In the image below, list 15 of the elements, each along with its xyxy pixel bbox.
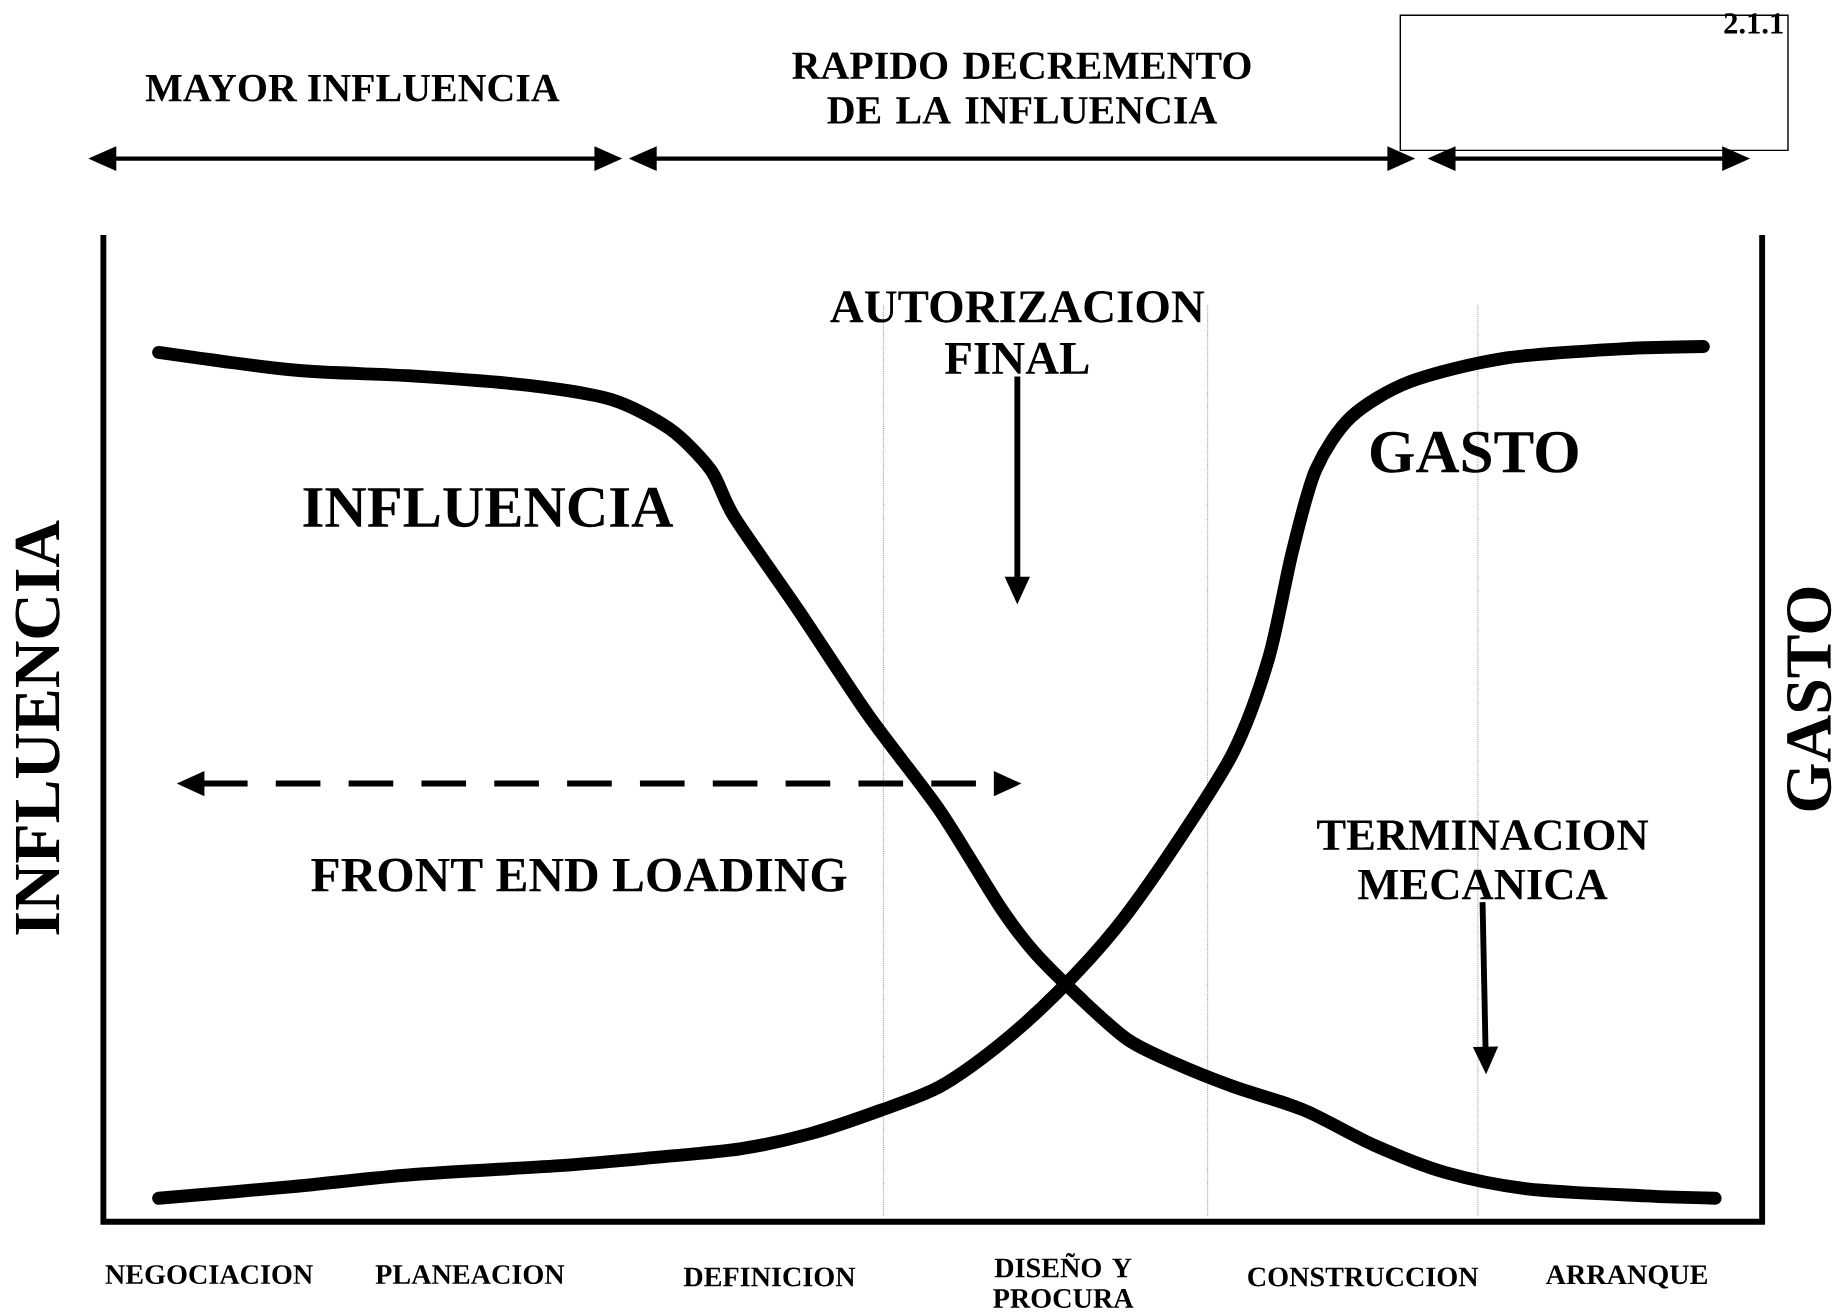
phase-label: PLANEACION [375,1264,565,1284]
phase-label: DEFINICION [683,1267,856,1287]
text-label: INFLUENCIA [303,487,674,528]
milestone-label: AUTORIZACION FINAL [830,290,1205,374]
phase-label: NEGOCIACION [105,1264,313,1284]
text-label: FRONT END LOADING [311,858,847,892]
milestone-label: TERMINACION MECANICA [1317,820,1649,900]
text-label: RAPIDO DECREMENTO DE LA INFLUENCIA [792,52,1251,124]
axis-title: GASTO [1787,587,1832,811]
phase-label: DISEÑO Y PROCURA [993,1252,1134,1308]
phase-label: CONSTRUCCION [1248,1267,1479,1287]
text-label: GASTO [1370,431,1578,473]
text-label: MAYOR INFLUENCIA [145,74,560,102]
phase-label: ARRANQUE [1545,1265,1707,1289]
axis-title: INFLUENCIA [15,520,60,935]
